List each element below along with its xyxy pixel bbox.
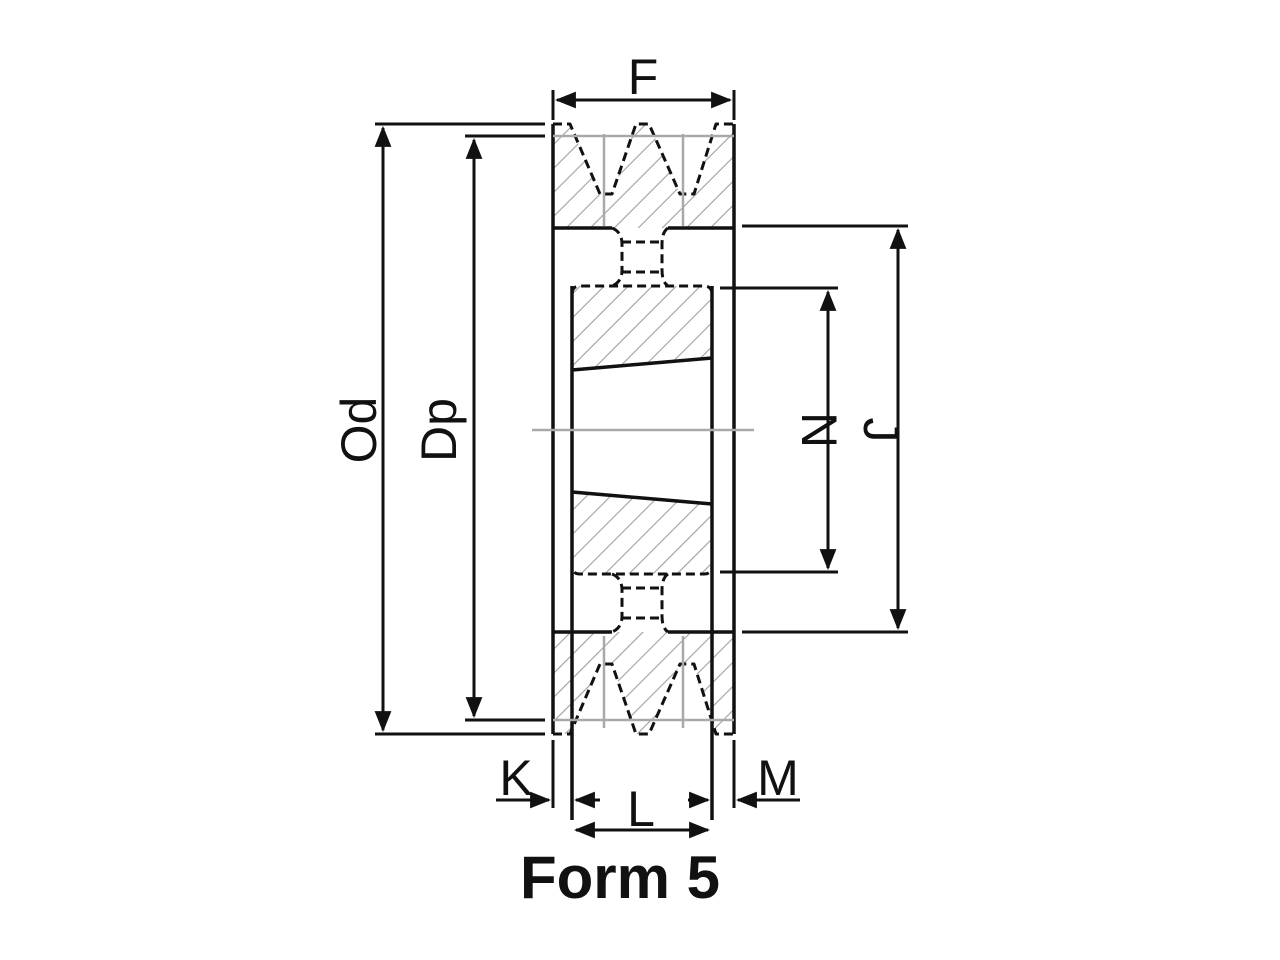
extension-lines bbox=[375, 90, 908, 808]
section-boundaries bbox=[553, 122, 734, 736]
pulley-outline bbox=[551, 124, 736, 820]
label-f: F bbox=[628, 49, 659, 105]
label-j: J bbox=[853, 418, 909, 443]
center-lines bbox=[532, 134, 754, 728]
label-dp: Dp bbox=[411, 398, 467, 462]
label-k: K bbox=[499, 750, 532, 806]
dimension-lines bbox=[374, 91, 907, 839]
hatched-sections bbox=[553, 124, 734, 734]
label-n: N bbox=[791, 412, 847, 448]
dimension-labels: F Od Dp N J K L M bbox=[331, 49, 909, 837]
label-od: Od bbox=[331, 397, 387, 464]
label-l: L bbox=[627, 781, 655, 837]
diagram-title: Form 5 bbox=[520, 844, 720, 911]
label-m: M bbox=[757, 750, 799, 806]
